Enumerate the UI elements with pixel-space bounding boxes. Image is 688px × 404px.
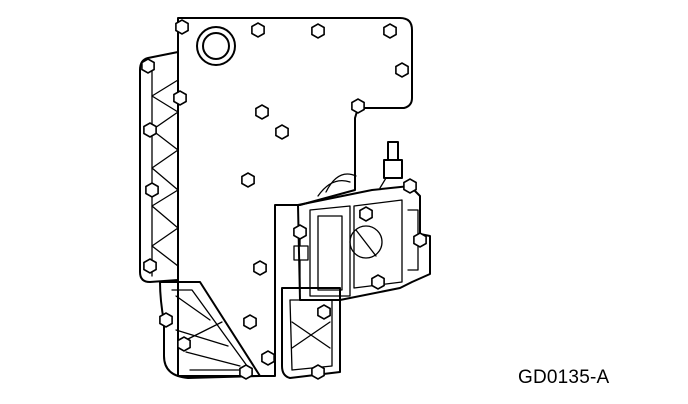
figure-code: GD0135-A bbox=[518, 367, 610, 388]
bolt-15 bbox=[253, 260, 267, 276]
lower-middle-casting bbox=[281, 287, 341, 379]
bolt-22 bbox=[243, 314, 257, 330]
bolt-21 bbox=[159, 312, 173, 328]
plate-outline bbox=[177, 17, 413, 377]
bolt-17 bbox=[359, 206, 373, 222]
lower-rib-frame bbox=[159, 281, 261, 379]
bolt-20 bbox=[371, 274, 385, 290]
filter-port-outer bbox=[196, 26, 236, 66]
bolt-2 bbox=[251, 22, 265, 38]
bolt-9 bbox=[145, 182, 159, 198]
bolt-19 bbox=[413, 232, 427, 248]
solenoid-body bbox=[297, 185, 431, 301]
bolt-27 bbox=[311, 364, 325, 380]
bolt-18 bbox=[403, 178, 417, 194]
bolt-3 bbox=[311, 23, 325, 39]
bolt-10 bbox=[143, 258, 157, 274]
filter-port-inner bbox=[202, 32, 230, 60]
bolt-7 bbox=[173, 90, 187, 106]
bolt-25 bbox=[239, 364, 253, 380]
bolt-23 bbox=[177, 336, 191, 352]
bolt-group bbox=[141, 19, 427, 380]
bolt-13 bbox=[351, 98, 365, 114]
bolt-1 bbox=[175, 19, 189, 35]
bolt-24 bbox=[261, 350, 275, 366]
bolt-5 bbox=[395, 62, 409, 78]
solenoid-connector bbox=[379, 141, 403, 189]
bolt-16 bbox=[293, 224, 307, 240]
left-rib-frame bbox=[139, 51, 179, 283]
bolt-11 bbox=[255, 104, 269, 120]
bolt-12 bbox=[275, 124, 289, 140]
bolt-4 bbox=[383, 23, 397, 39]
bolt-26 bbox=[317, 304, 331, 320]
bolt-14 bbox=[241, 172, 255, 188]
wire-harness bbox=[293, 173, 357, 293]
bolt-6 bbox=[141, 58, 155, 74]
bolt-8 bbox=[143, 122, 157, 138]
